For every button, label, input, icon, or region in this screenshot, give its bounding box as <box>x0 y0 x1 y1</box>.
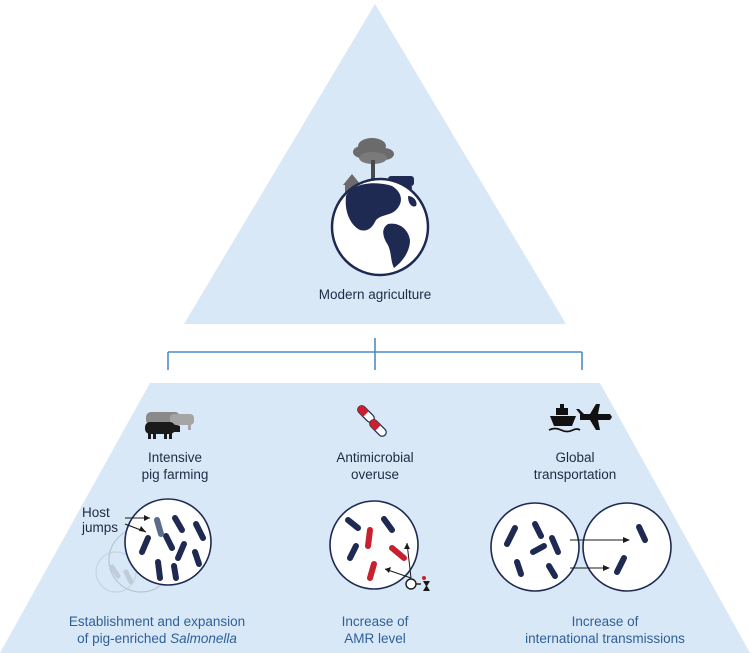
antimicrobial-title-line1: Antimicrobial <box>336 450 414 465</box>
amr-caption-line2: AMR level <box>344 631 406 646</box>
transportation-title-line1: Global <box>555 450 595 465</box>
host-jumps-line1: Host <box>82 505 110 520</box>
pig-farming-circle-group <box>95 498 212 593</box>
transport-caption-line2: international transmissions <box>525 631 685 646</box>
airplane-icon <box>576 404 612 430</box>
pig-farming-title-line2: pig farming <box>141 467 209 482</box>
top-label: Modern agriculture <box>318 287 432 302</box>
pig-farming-caption-line2: of pig-enriched Salmonella <box>40 630 274 647</box>
transportation-title: Global transportation <box>500 449 650 483</box>
pig-icon <box>145 412 194 439</box>
earth-globe-icon <box>330 138 430 277</box>
amr-caption: Increase of AMR level <box>305 613 445 647</box>
bracket-connector <box>167 338 583 370</box>
amr-circle-group <box>329 500 430 591</box>
antimicrobial-title: Antimicrobial overuse <box>305 449 445 483</box>
transport-caption: Increase of international transmissions <box>500 613 710 647</box>
host-jumps-line2: jumps <box>82 520 119 535</box>
host-jumps-label: Host jumps <box>82 505 118 535</box>
antimicrobial-title-line2: overuse <box>350 467 400 482</box>
pig-farming-caption: Establishment and expansion of pig-enric… <box>40 613 274 647</box>
pig-farming-caption-line1: Establishment and expansion <box>68 614 246 629</box>
pig-farming-caption-prefix: of pig-enriched <box>77 631 171 646</box>
transportation-title-line2: transportation <box>533 467 617 482</box>
transport-caption-line1: Increase of <box>571 614 639 629</box>
pig-farming-title: Intensive pig farming <box>100 449 250 483</box>
transmission-circles-group <box>490 502 672 592</box>
pig-farming-title-line1: Intensive <box>147 450 203 465</box>
amr-caption-line1: Increase of <box>341 614 409 629</box>
pig-farming-caption-italic: Salmonella <box>170 631 237 646</box>
pill-icon <box>357 405 387 437</box>
magnifier-icon <box>405 576 430 591</box>
ship-icon <box>548 404 581 433</box>
